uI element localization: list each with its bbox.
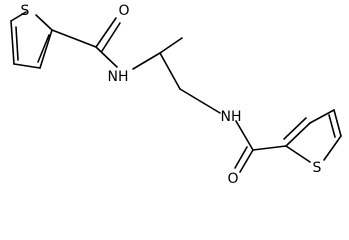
bond (95, 46, 118, 68)
bond (285, 122, 311, 147)
nh-atom-label-left: NH (108, 69, 129, 85)
bond (35, 14, 53, 31)
bond (283, 117, 307, 140)
bond (13, 63, 41, 69)
sulfur-atom-label-left: S (21, 3, 30, 19)
bond (323, 135, 342, 161)
bond (95, 17, 117, 48)
bond (132, 52, 161, 70)
bond (234, 146, 248, 169)
oxygen-atom-label-left: O (118, 3, 129, 19)
atom-labels: S O NH NH O S (21, 3, 322, 187)
bond (285, 145, 311, 163)
bond (309, 109, 335, 124)
bond (15, 26, 19, 61)
bond (333, 109, 342, 137)
bond (328, 114, 336, 138)
bond (101, 22, 121, 52)
bond (235, 120, 254, 151)
bond (159, 37, 183, 54)
bonds (10, 11, 342, 173)
structure-diagram: S O NH NH O S (10, 3, 342, 187)
bond (179, 88, 221, 114)
oxygen-atom-label-right: O (227, 171, 238, 187)
bond (10, 11, 27, 22)
bond (159, 52, 181, 90)
bond (239, 149, 254, 173)
bond (51, 29, 97, 48)
bond (252, 145, 287, 151)
nh-atom-label-right: NH (221, 109, 242, 125)
bond (39, 29, 53, 69)
sulfur-atom-label-right: S (313, 160, 322, 176)
bond (37, 34, 50, 63)
bond (10, 20, 15, 65)
